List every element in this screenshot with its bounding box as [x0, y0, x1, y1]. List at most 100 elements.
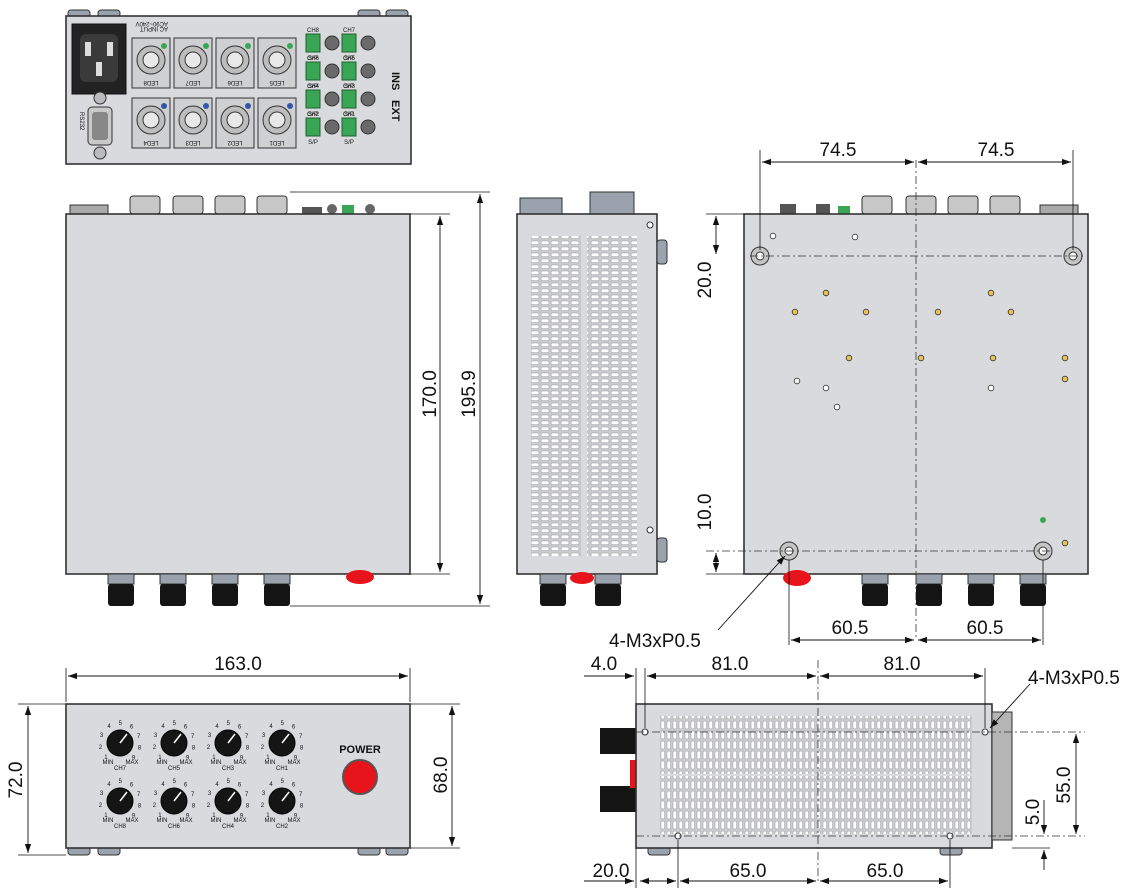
knob-scale-digit: 7 [245, 792, 249, 798]
terminal-label: CH2 [307, 112, 320, 118]
knob-scale-digit: 4 [161, 782, 165, 788]
knob-scale-digit: 6 [292, 725, 296, 731]
ac-input-label: AC INPUT [140, 25, 168, 31]
knob-scale-digit: 8 [192, 746, 196, 752]
knob-max-label: MAX [125, 760, 138, 766]
knob-scale-digit: 3 [208, 791, 212, 797]
terminal-label: CH1 [343, 112, 356, 118]
knob-channel-label: CH5 [168, 766, 181, 772]
knob-scale-digit: 7 [191, 734, 195, 740]
knob-channel-label: CH2 [276, 824, 289, 830]
knob-scale-digit: 4 [269, 724, 273, 730]
knob-max-label: MAX [233, 760, 246, 766]
knob-scale-digit: 9 [294, 756, 298, 762]
knob-scale-digit: 3 [100, 733, 104, 739]
knob-scale-digit: 8 [300, 746, 304, 752]
knob-scale-digit: 3 [154, 733, 158, 739]
led-label: LED8 [143, 79, 159, 85]
knob-scale-digit: 4 [161, 724, 165, 730]
dim-side-left-offset: 4.0 [591, 654, 617, 675]
knob-min-label: MIN [157, 760, 168, 766]
knob-scale-digit: 2 [261, 803, 265, 809]
knob-scale-digit: 1 [266, 755, 270, 761]
dim-side-half-left: 81.0 [712, 654, 749, 675]
knob-scale-digit: 5 [173, 779, 177, 785]
dim-hole-spacing-left: 60.5 [832, 618, 869, 639]
dim-hole-spacing-right: 60.5 [967, 618, 1004, 639]
dim-half-width-left: 74.5 [820, 140, 857, 161]
knob-scale-digit: 3 [262, 791, 266, 797]
knob-scale-digit: 5 [281, 779, 285, 785]
knob-scale-digit: 5 [173, 721, 177, 727]
terminal-sub-label: S/P [344, 112, 354, 118]
knob-scale-digit: 1 [212, 755, 216, 761]
knob-scale-digit: 7 [137, 734, 141, 740]
knob-scale-digit: 1 [104, 755, 108, 761]
led-label: LED3 [185, 139, 201, 145]
knob-scale-digit: 2 [99, 803, 103, 809]
knob-scale-digit: 7 [299, 792, 303, 798]
knob-channel-label: CH8 [114, 824, 127, 830]
terminal-block-grid: CH8S/PCH7S/PCH6S/PCH5S/PCH4S/PCH3S/PCH2S… [305, 28, 376, 146]
knob-scale-digit: 6 [238, 725, 242, 731]
knob-scale-digit: 5 [119, 721, 123, 727]
knob-scale-digit: 7 [299, 734, 303, 740]
knob-scale-digit: 5 [227, 779, 231, 785]
power-button[interactable] [342, 759, 378, 795]
dim-hole-offset-top: 20.0 [695, 262, 716, 299]
power-label: POWER [339, 744, 381, 756]
knob-scale-digit: 8 [192, 804, 196, 810]
side-vent-right [587, 236, 637, 556]
knob-channel-label: CH7 [114, 766, 127, 772]
bottom-view: 74.5 74.5 20.0 10.0 60.5 60.5 4-M3xP0.5 [609, 140, 1089, 652]
led-label: LED1 [269, 139, 285, 145]
terminal-sub-label: S/P [344, 56, 354, 62]
led-connector: LED4 [131, 97, 171, 149]
knob-scale-digit: 5 [119, 779, 123, 785]
knob-scale-digit: 6 [184, 725, 188, 731]
knob-scale-digit: 8 [300, 804, 304, 810]
led-connector: LED1 [257, 97, 297, 149]
led-connector: LED2 [215, 97, 255, 149]
knob-scale-digit: 9 [186, 814, 190, 820]
knob-scale-digit: 2 [153, 745, 157, 751]
knob-scale-digit: 5 [281, 721, 285, 727]
knob-scale-digit: 8 [138, 746, 142, 752]
knob-scale-digit: 2 [261, 745, 265, 751]
knob-scale-digit: 9 [294, 814, 298, 820]
knob-scale-digit: 8 [138, 804, 142, 810]
dim-side-height: 55.0 [1054, 767, 1075, 804]
knob-scale-digit: 5 [227, 721, 231, 727]
knob-scale-digit: 3 [208, 733, 212, 739]
knob-scale-digit: 2 [99, 745, 103, 751]
callout-screw-holes-side: 4-M3xP0.5 [1028, 668, 1120, 689]
serial-port [87, 91, 113, 160]
knob-max-label: MAX [287, 818, 300, 824]
led-connector: LED6 [215, 37, 255, 89]
knob-scale-digit: 1 [158, 813, 162, 819]
side-vent-left [531, 236, 581, 556]
knob-scale-digit: 2 [207, 803, 211, 809]
led-label: LED2 [227, 139, 243, 145]
knob-scale-digit: 8 [246, 746, 250, 752]
led-connector: LED5 [257, 37, 297, 89]
callout-screw-holes-bottom: 4-M3xP0.5 [609, 631, 701, 652]
terminal-sub-label: S/P [344, 84, 354, 90]
side-h-vent-bottom [660, 776, 972, 834]
knob-scale-digit: 6 [292, 783, 296, 789]
